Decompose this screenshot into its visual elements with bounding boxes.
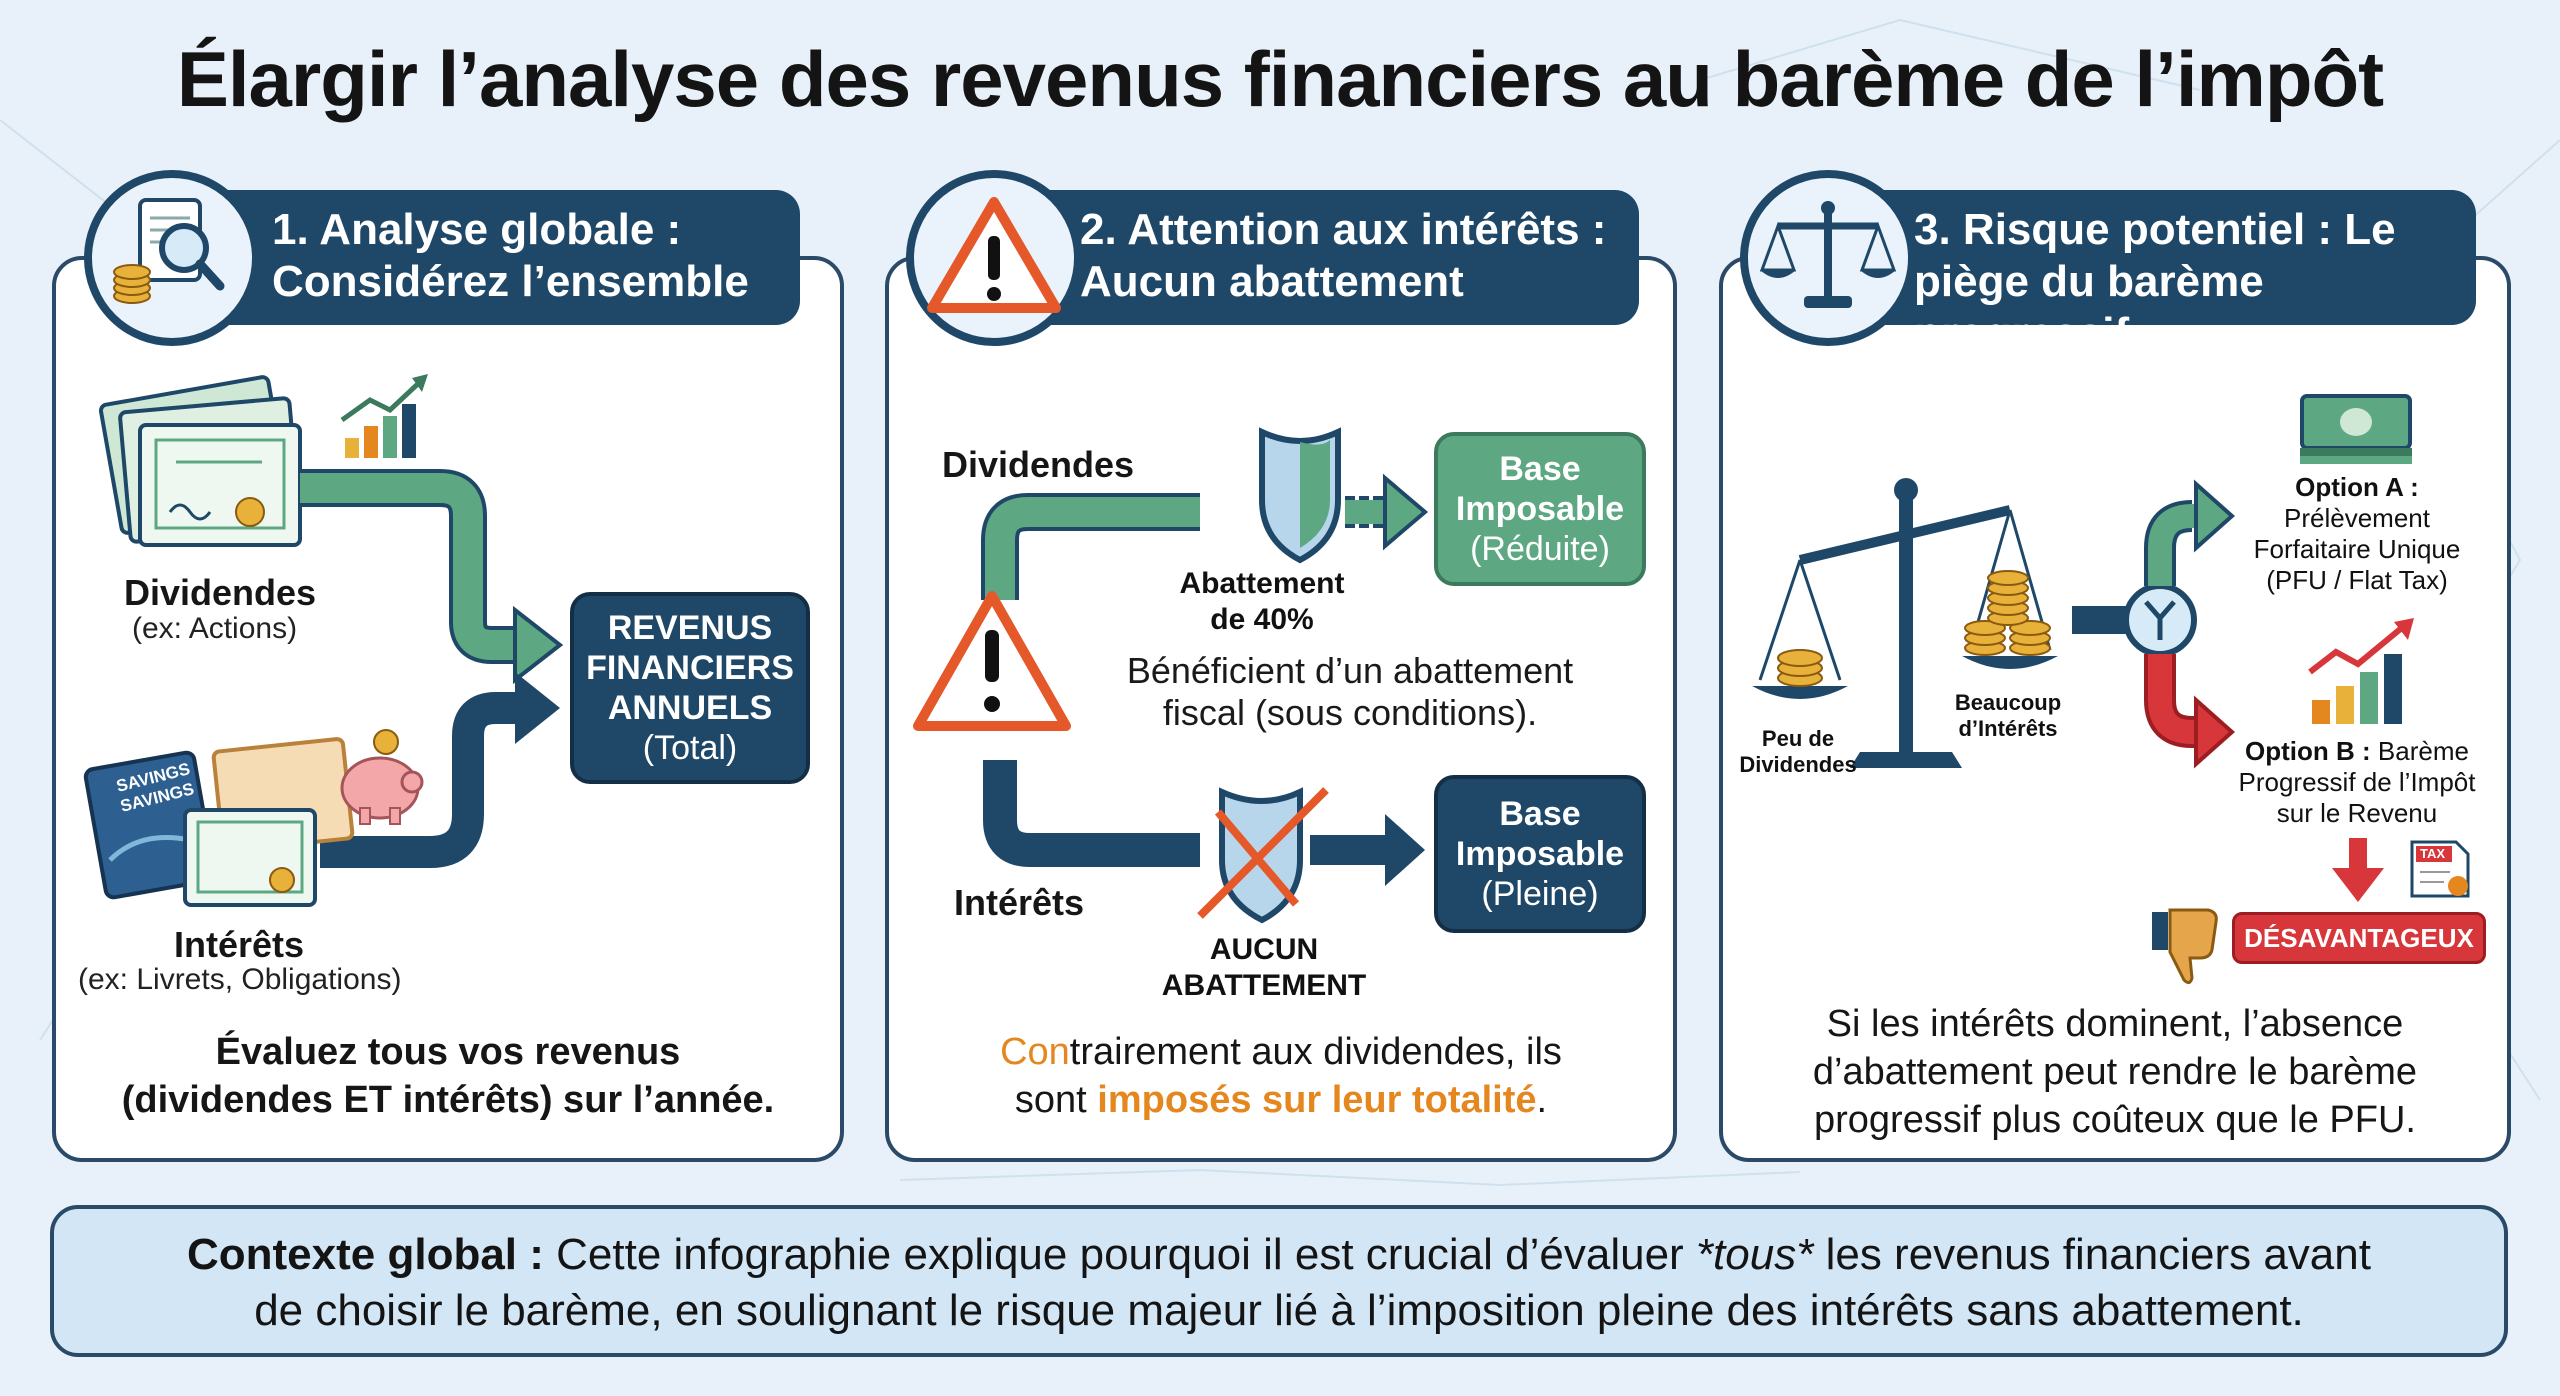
panel2-header-line2: Aucun abattement: [1080, 257, 1464, 306]
dividendes-label: Dividendes: [124, 572, 317, 613]
panel1-header-line1: 1. Analyse globale :: [272, 205, 682, 254]
box-line: Imposable: [1455, 490, 1625, 528]
base-imposable-reduite-box: Base Imposable (Réduite): [1434, 432, 1646, 586]
magnifier-document-coins-icon: [84, 170, 260, 346]
caption-line: Si les intérêts dominent, l’absence: [1826, 1003, 2404, 1045]
context-bold: Contexte global :: [187, 1230, 544, 1279]
box-line: REVENUS: [607, 609, 773, 647]
tax-document-icon: [2410, 840, 2470, 898]
context-banner: Contexte global : Cette infographie expl…: [50, 1205, 2508, 1357]
caption-orange-start: Con: [1000, 1031, 1070, 1073]
caption-line: d’abattement peut rendre le barème: [1812, 1051, 2418, 1093]
box-line: FINANCIERS: [586, 649, 794, 687]
context-line2: de choisir le barème, en soulignant le r…: [254, 1286, 2304, 1335]
peu-dividendes-label: Peu de Dividendes: [1738, 726, 1858, 778]
piggy-bank-icon: [340, 729, 424, 825]
box-line: Base: [1499, 450, 1581, 488]
panel1-header-line2: Considérez l’ensemble: [272, 257, 749, 306]
box-line: (Réduite): [1470, 530, 1610, 568]
box-line: Base: [1499, 795, 1581, 833]
caption-rest: trairement aux dividendes, ils: [1069, 1031, 1562, 1073]
panel2-caption: Contrairement aux dividendes, ils sont i…: [885, 1028, 1677, 1124]
stock-certificate-icon: [98, 375, 302, 547]
label-line: Abattement: [1179, 567, 1345, 600]
shield-icon: [1259, 427, 1341, 564]
context-text: Cette infographie explique pourquoi il e…: [543, 1230, 1696, 1279]
abattement-40-label: Abattement de 40%: [1162, 566, 1362, 638]
panel2-header: 2. Attention aux intérêts : Aucun abatte…: [1024, 190, 1639, 325]
beaucoup-interets-label: Beaucoup d’Intérêts: [1946, 690, 2070, 742]
caption-line2-start: sont: [1014, 1079, 1098, 1121]
panel1-header: 1. Analyse globale : Considérez l’ensemb…: [200, 190, 800, 325]
label-line: Dividendes: [1739, 752, 1857, 777]
option-b-title: Option B :: [2245, 736, 2371, 766]
option-a-text: Option A : Prélèvement Forfaitaire Uniqu…: [2232, 472, 2482, 596]
growth-chart-icon: [340, 374, 428, 458]
box-line: (Total): [642, 729, 738, 767]
panel3-header-line1: 3. Risque potentiel : Le: [1914, 205, 2396, 254]
option-line: (PFU / Flat Tax): [2266, 565, 2448, 595]
label-line: ABATTEMENT: [1161, 969, 1367, 1002]
cash-stack-icon: [2300, 394, 2412, 464]
panel3-header-line2: piège du barème progressif: [1914, 257, 2264, 358]
caption-line: (dividendes ET intérêts) sur l’année.: [121, 1079, 775, 1121]
interets-label: Intérêts: [174, 924, 305, 965]
panel3-header: 3. Risque potentiel : Le piège du barème…: [1858, 190, 2476, 358]
balance-scale-icon: [1752, 478, 2058, 768]
context-text: les revenus financiers avant: [1813, 1230, 2371, 1279]
label-line: Peu de: [1761, 726, 1835, 751]
option-line: Barème: [2370, 736, 2469, 766]
option-line: Forfaitaire Unique: [2253, 534, 2461, 564]
caption-line2-orange: imposés sur leur totalité: [1097, 1079, 1537, 1121]
benefit-line: fiscal (sous conditions).: [1162, 692, 1538, 733]
page-title: Élargir l’analyse des revenus financiers…: [176, 35, 2384, 123]
p2-interets-label: Intérêts: [954, 882, 1085, 923]
desavantageux-badge: DÉSAVANTAGEUX: [2232, 912, 2486, 964]
warning-triangle-icon: [906, 170, 1082, 346]
interets-sub: (ex: Livrets, Obligations): [78, 963, 402, 996]
option-line: Prélèvement: [2284, 503, 2430, 533]
savings-book-icon: [83, 750, 217, 900]
label-line: AUCUN: [1209, 933, 1319, 966]
benefit-line: Bénéficient d’un abattement: [1126, 650, 1574, 691]
label-line: d’Intérêts: [1958, 716, 2058, 741]
caption-line2-end: .: [1536, 1079, 1548, 1121]
panel2-header-line1: 2. Attention aux intérêts :: [1080, 205, 1607, 254]
revenus-financiers-box: REVENUS FINANCIERS ANNUELS (Total): [570, 592, 810, 784]
balance-scale-icon: [1740, 170, 1916, 346]
option-a-title: Option A :: [2295, 472, 2419, 502]
tax-doc-text: TAX: [2420, 846, 2445, 861]
base-imposable-pleine-box: Base Imposable (Pleine): [1434, 775, 1646, 933]
option-line: sur le Revenu: [2276, 798, 2438, 828]
rising-chart-icon: [2308, 618, 2414, 724]
option-line: Progressif de l’Impôt: [2238, 767, 2476, 797]
caption-line: Évaluez tous vos revenus: [215, 1031, 681, 1073]
option-b-text: Option B : Barème Progressif de l’Impôt …: [2222, 736, 2492, 829]
box-line: ANNUELS: [607, 689, 773, 727]
caption-line: progressif plus coûteux que le PFU.: [1814, 1099, 2416, 1141]
thumbs-down-icon: [2152, 908, 2218, 985]
aucun-abattement-label: AUCUN ABATTEMENT: [1134, 932, 1394, 1004]
warning-triangle-icon: [913, 591, 1071, 731]
label-line: de 40%: [1210, 603, 1314, 636]
label-line: Beaucoup: [1954, 690, 2062, 715]
panel3-caption: Si les intérêts dominent, l’absence d’ab…: [1719, 1000, 2511, 1144]
context-emphasis: *tous*: [1695, 1230, 1814, 1279]
p2-dividendes-label: Dividendes: [942, 444, 1135, 485]
box-line: Imposable: [1455, 835, 1625, 873]
panel1-caption: Évaluez tous vos revenus (dividendes ET …: [52, 1028, 844, 1124]
benefit-text: Bénéficient d’un abattement fiscal (sous…: [1080, 650, 1620, 734]
shield-crossed-icon: [1197, 787, 1329, 924]
dividendes-sub: (ex: Actions): [132, 612, 298, 645]
box-line: (Pleine): [1481, 875, 1599, 913]
